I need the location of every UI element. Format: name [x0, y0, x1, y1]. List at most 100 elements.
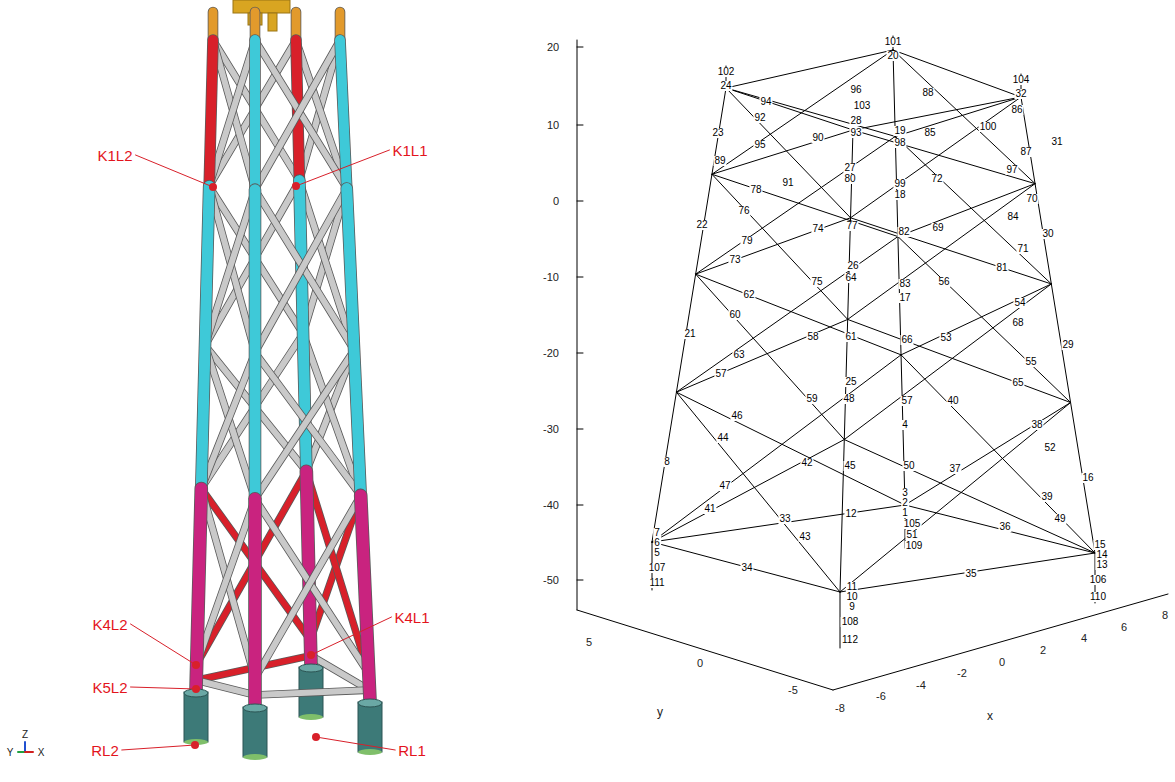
tick-label: 10	[547, 119, 559, 131]
node-number: 27	[843, 163, 856, 173]
node-number: 17	[898, 293, 911, 303]
mudbrace	[255, 690, 370, 695]
node-number: 35	[964, 569, 977, 579]
leader-line	[316, 737, 395, 750]
leg-member	[306, 471, 311, 665]
node-number: 34	[740, 563, 753, 573]
node-number: 83	[898, 279, 911, 289]
node-number: 102	[717, 67, 736, 77]
node-number: 72	[930, 174, 943, 184]
node-number: 79	[740, 236, 753, 246]
pile-sleeve	[243, 707, 267, 757]
node-number: 87	[1019, 147, 1032, 157]
tick-label: -50	[543, 574, 559, 586]
wire-member	[712, 50, 893, 174]
leg-member	[249, 40, 261, 190]
wire-member	[712, 174, 898, 236]
tick-mark	[577, 580, 583, 581]
node-number: 61	[844, 332, 857, 342]
brace-member	[255, 189, 347, 353]
tick-label: -20	[543, 347, 559, 359]
node-number: 38	[1030, 420, 1043, 430]
node-number: 46	[730, 411, 743, 421]
node-number: 5	[653, 548, 661, 558]
axis-label: x	[987, 709, 993, 723]
node-number: 73	[728, 255, 741, 265]
wire-member	[696, 136, 896, 274]
node-number: 50	[902, 461, 915, 471]
node-number: 75	[810, 277, 823, 287]
brace-member	[209, 40, 255, 186]
node-number: 32	[1014, 89, 1027, 99]
node-number: 40	[946, 396, 959, 406]
pile-sleeve-bottom	[299, 714, 323, 720]
node-number: 51	[905, 530, 918, 540]
leg-member	[340, 40, 347, 189]
node-number: 110	[1089, 592, 1107, 602]
node-number: 65	[1011, 378, 1024, 388]
node-number: 23	[711, 128, 724, 138]
wire-member	[652, 440, 844, 542]
tick-mark	[577, 277, 583, 278]
node-number: 42	[800, 458, 813, 468]
leader-line	[136, 155, 213, 187]
triad-axis-label: Y	[7, 747, 14, 758]
callout-label: RL2	[91, 742, 119, 759]
node-number: 20	[886, 51, 899, 61]
tick-mark	[577, 47, 583, 48]
wire-leg	[840, 130, 853, 592]
node-number: 45	[843, 461, 856, 471]
tick-label: 2	[1040, 644, 1046, 656]
node-number: 16	[1081, 473, 1094, 483]
node-number: 84	[1006, 212, 1019, 222]
tick-label: 4	[1081, 632, 1087, 644]
triad-axis-label: Z	[22, 729, 28, 740]
tick-label: -2	[957, 667, 967, 679]
node-number: 98	[893, 138, 906, 148]
node-number: 105	[903, 519, 922, 529]
node-number: 68	[1011, 318, 1024, 328]
wire-member	[696, 274, 901, 355]
wire-leg	[893, 50, 905, 505]
node-number: 112	[841, 635, 859, 645]
tick-mark	[577, 429, 583, 430]
node-number: 100	[979, 122, 998, 132]
pile-sleeve-bottom	[243, 754, 267, 760]
callout-dot	[191, 741, 199, 749]
node-number: 66	[900, 335, 913, 345]
leader-line	[311, 617, 391, 655]
pile-sleeve-top	[243, 704, 267, 712]
node-number: 26	[846, 261, 859, 271]
pile-sleeve-top	[299, 664, 323, 672]
node-number: 54	[1013, 298, 1026, 308]
node-number: 1	[901, 508, 909, 518]
node-number: 88	[921, 88, 934, 98]
wire-member	[851, 97, 1021, 218]
node-number: 37	[948, 464, 961, 474]
node-number: 111	[648, 578, 665, 588]
axis-triad	[18, 751, 25, 753]
wire-member	[676, 392, 905, 505]
tick-mark	[577, 353, 583, 354]
callout-label: K1L1	[392, 142, 427, 159]
leg-member	[250, 190, 261, 499]
node-number: 53	[939, 333, 952, 343]
node-number: 94	[759, 97, 772, 107]
tick-mark	[577, 505, 583, 506]
node-number: 28	[849, 116, 862, 126]
tick-label: 0	[697, 657, 703, 669]
node-number: 4	[901, 420, 909, 430]
axis-label: y	[657, 705, 663, 719]
callout-dot	[312, 733, 320, 741]
leg-member	[347, 189, 361, 496]
wire-member	[676, 319, 847, 392]
wire-member	[898, 184, 1035, 237]
node-number: 70	[1025, 194, 1038, 204]
callout-label: K4L1	[394, 609, 429, 626]
tick-label: -5	[788, 684, 798, 696]
tick-mark	[577, 125, 583, 126]
leg-member	[340, 40, 347, 189]
tick-mark	[577, 201, 583, 202]
